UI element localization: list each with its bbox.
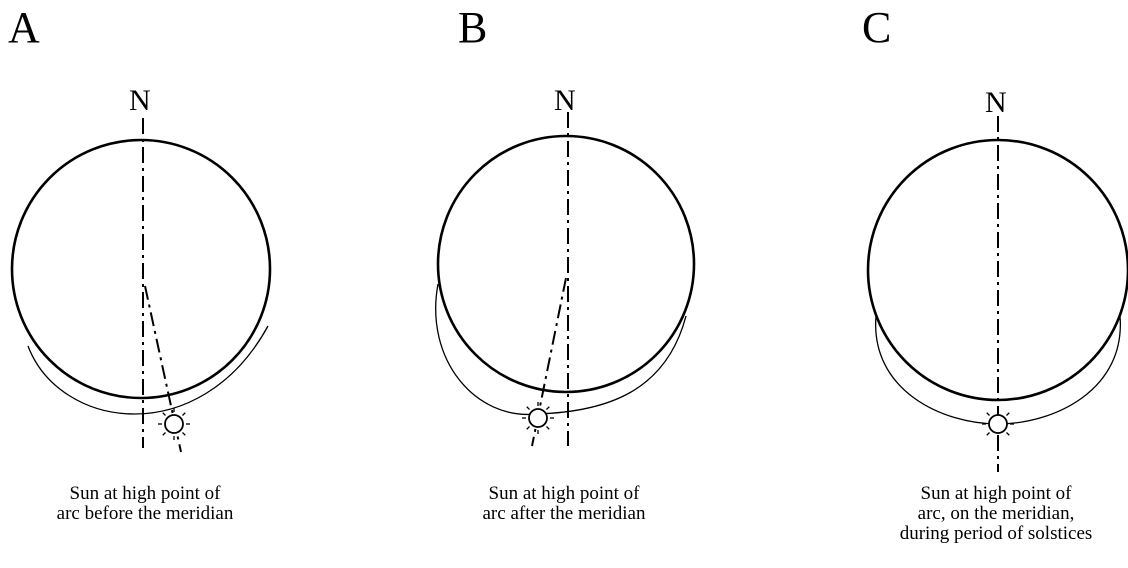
panel-letter-a: A	[8, 3, 40, 52]
caption-line: arc before the meridian	[56, 502, 234, 524]
caption-line: Sun at high point of	[69, 483, 221, 504]
diagram-c: C N Sun at high point of arc, on the mer…	[752, 0, 1128, 568]
caption-line: Sun at high point of	[488, 483, 640, 504]
sun-path-arc	[27, 325, 269, 415]
caption-line: arc, on the meridian,	[917, 502, 1075, 524]
sun-icon	[982, 408, 1014, 440]
diagram-b: B N Sun at high point of arc af	[376, 0, 752, 568]
diagram-a-figure: N	[10, 84, 272, 453]
caption-line: Sun at high point of	[920, 483, 1072, 504]
diagram-b-figure: N	[435, 84, 696, 447]
caption-c: Sun at high point of arc, on the meridia…	[866, 484, 1126, 544]
sun-path-arc	[435, 283, 687, 415]
sun-icon	[158, 408, 190, 440]
caption-b: Sun at high point of arc after the merid…	[434, 484, 694, 524]
north-label: N	[129, 84, 151, 117]
diagram-c-figure: N	[866, 86, 1128, 472]
sun-icon	[522, 402, 554, 434]
horizon-circle	[866, 138, 1128, 402]
caption-a: Sun at high point of arc before the meri…	[15, 484, 275, 524]
horizon-circle	[10, 138, 272, 400]
caption-line: arc after the meridian	[482, 502, 646, 524]
north-label: N	[985, 86, 1007, 119]
north-label: N	[554, 84, 576, 117]
panel-letter-b: B	[458, 3, 488, 52]
horizon-circle	[436, 134, 696, 394]
diagram-a: A N Sun at high point of arc be	[0, 0, 376, 568]
caption-line: during period of solstices	[899, 522, 1093, 544]
panel-letter-c: C	[862, 3, 892, 52]
